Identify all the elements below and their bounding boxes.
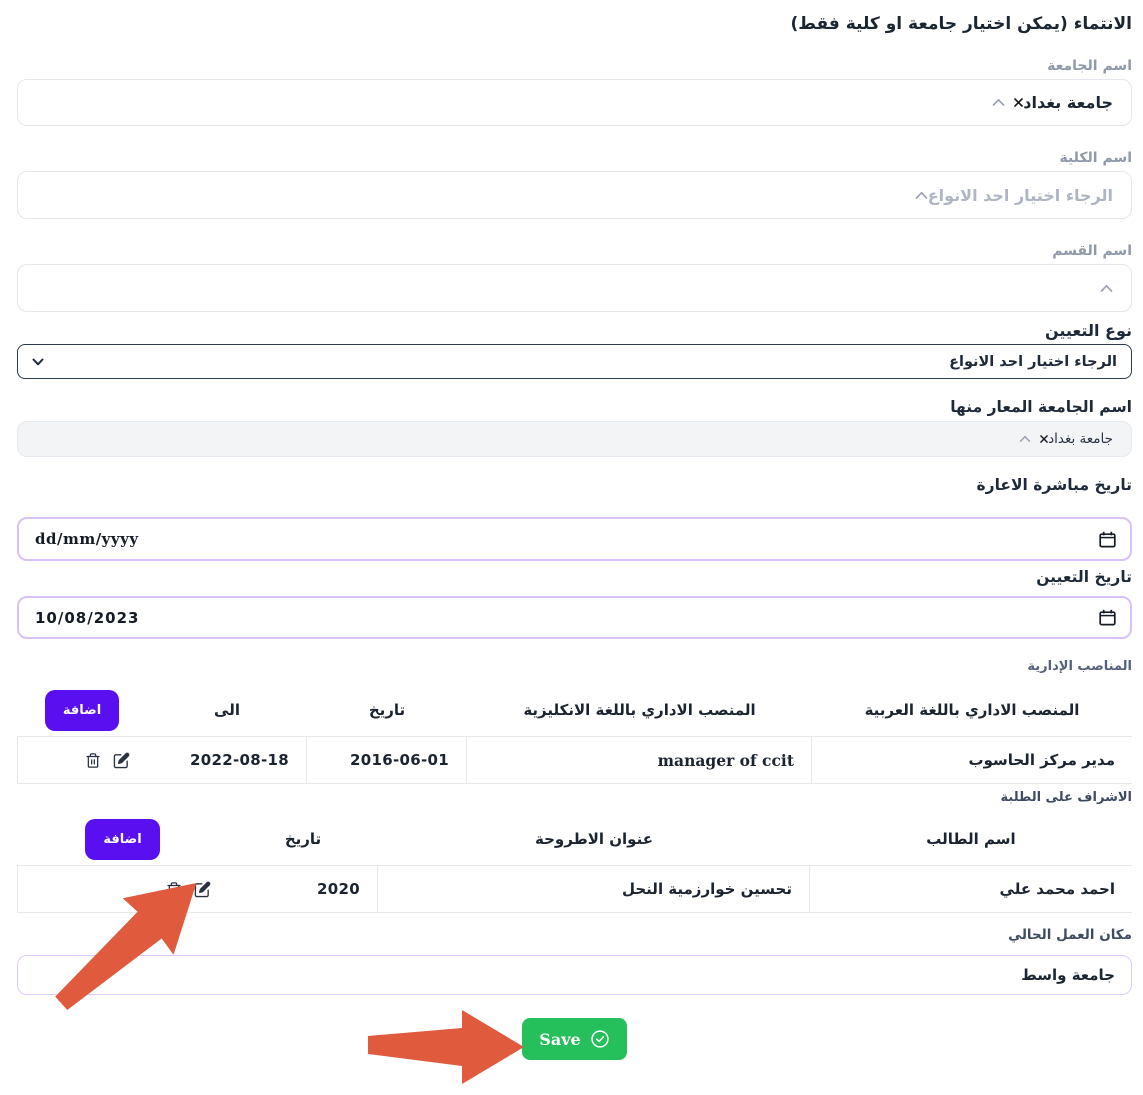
student-name-cell: احمد محمد علي xyxy=(999,880,1115,898)
supervision-table-header: اسم الطالب عنوان الاطروحة تاريخ اضافة xyxy=(17,813,1132,865)
date-from-cell: 2016-06-01 xyxy=(307,737,467,783)
supervision-section-label: الاشراف على الطلبة xyxy=(1000,790,1132,805)
date-cell: 2020 xyxy=(228,866,378,912)
column-header: الى xyxy=(214,701,240,719)
thesis-title-cell: تحسين خوارزمية النحل xyxy=(378,866,810,912)
loan-start-date-label: تاريخ مباشرة الاعارة xyxy=(976,476,1132,494)
appointment-type-select[interactable]: الرجاء اختيار احد الانواع xyxy=(17,344,1132,379)
current-workplace-input[interactable]: جامعة واسط xyxy=(17,955,1132,995)
loan-start-date-value: dd/mm/yyyy xyxy=(35,530,139,548)
clear-icon[interactable] xyxy=(1040,435,1048,443)
college-placeholder: الرجاء اختيار احد الانواع xyxy=(927,185,1113,205)
chevron-up-icon[interactable] xyxy=(1019,435,1031,443)
calendar-icon[interactable] xyxy=(1099,531,1116,548)
appointment-type-value: الرجاء اختيار احد الانواع xyxy=(949,353,1117,370)
admin-positions-table-header: المنصب الاداري باللغة العربية المنصب الا… xyxy=(17,684,1132,736)
calendar-icon[interactable] xyxy=(1099,609,1116,626)
loaned-university-label: اسم الجامعة المعار منها xyxy=(950,398,1132,416)
add-admin-position-button[interactable]: اضافة xyxy=(44,689,120,731)
column-header: عنوان الاطروحة xyxy=(535,830,653,848)
university-select[interactable]: جامعة بغداد xyxy=(17,79,1132,126)
clear-icon[interactable] xyxy=(1014,98,1024,107)
department-select[interactable] xyxy=(17,264,1132,312)
college-select[interactable]: الرجاء اختيار احد الانواع xyxy=(17,171,1132,219)
delete-icon[interactable] xyxy=(85,752,101,769)
admin-positions-section-label: المناصب الإدارية xyxy=(1027,659,1132,674)
appointment-date-input[interactable]: 10/08/2023 xyxy=(17,596,1132,639)
admin-position-table-row: مدير مركز الحاسوب manager of ccit 2016-0… xyxy=(17,736,1132,784)
save-button[interactable]: Save xyxy=(522,1018,627,1060)
university-label: اسم الجامعة xyxy=(1047,58,1132,74)
edit-icon[interactable] xyxy=(194,881,211,898)
college-label: اسم الكلية xyxy=(1059,150,1132,166)
edit-icon[interactable] xyxy=(113,752,130,769)
loaned-university-select[interactable]: جامعة بغداد xyxy=(17,421,1132,457)
appointment-date-label: تاريخ التعيين xyxy=(1036,568,1132,586)
chevron-up-icon[interactable] xyxy=(915,191,928,200)
column-header: المنصب الاداري باللغة الانكليزية xyxy=(523,701,756,719)
loaned-university-value: جامعة بغداد xyxy=(1048,431,1113,447)
delete-icon[interactable] xyxy=(166,881,182,898)
chevron-up-icon[interactable] xyxy=(992,98,1005,107)
appointment-type-label: نوع التعيين xyxy=(1044,321,1132,340)
check-circle-icon xyxy=(590,1029,610,1049)
loan-start-date-input[interactable]: dd/mm/yyyy xyxy=(17,517,1132,561)
appointment-date-value: 10/08/2023 xyxy=(35,608,140,627)
chevron-up-icon[interactable] xyxy=(1100,284,1113,293)
column-header: تاريخ xyxy=(284,830,322,848)
add-supervision-button[interactable]: اضافة xyxy=(85,818,160,860)
position-en-cell: manager of ccit xyxy=(467,737,812,783)
column-header: المنصب الاداري باللغة العربية xyxy=(864,701,1080,719)
supervision-table-row: احمد محمد علي تحسين خوارزمية النحل 2020 xyxy=(17,865,1132,913)
column-header: اسم الطالب xyxy=(926,830,1016,848)
position-ar-cell: مدير مركز الحاسوب xyxy=(968,751,1115,769)
department-label: اسم القسم xyxy=(1052,243,1132,259)
chevron-down-icon xyxy=(32,358,44,366)
current-workplace-label: مكان العمل الحالي xyxy=(1008,927,1132,943)
current-workplace-value: جامعة واسط xyxy=(1021,966,1115,984)
university-value: جامعة بغداد xyxy=(1023,93,1113,112)
page-title: الانتماء (يمكن اختيار جامعة او كلية فقط) xyxy=(790,14,1132,34)
date-to-cell: 2022-08-18 xyxy=(147,737,307,783)
save-button-label: Save xyxy=(539,1029,581,1049)
column-header: تاريخ xyxy=(368,701,406,719)
